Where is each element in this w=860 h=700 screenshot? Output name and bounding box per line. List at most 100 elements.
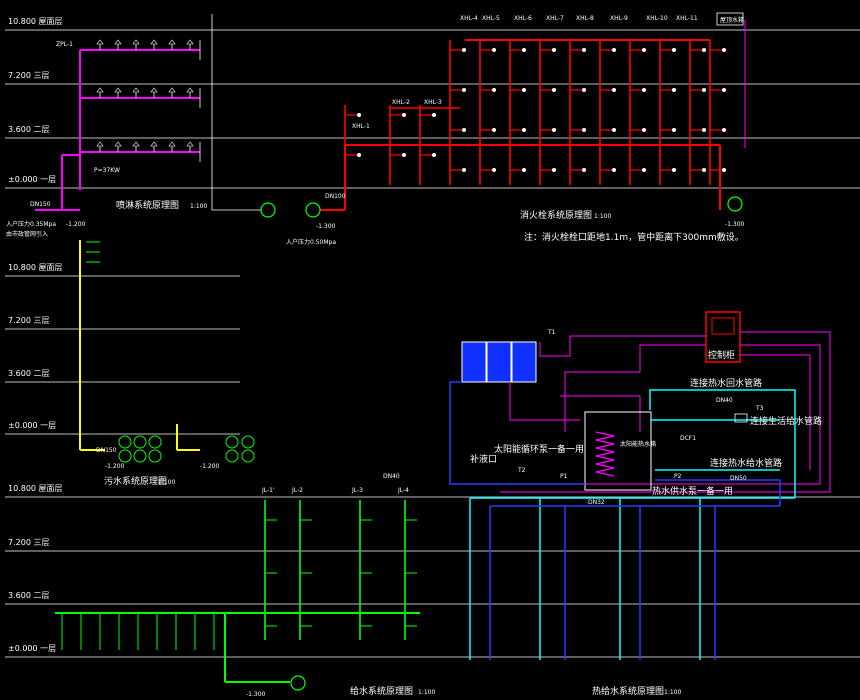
- roof-tank-box: [716, 12, 744, 26]
- fire-riser-label: XHL-7: [546, 15, 564, 22]
- solar-collector: [461, 341, 537, 383]
- fire-hydrant-icon: [702, 168, 706, 172]
- roof-tank-label: 屋顶水箱: [720, 16, 744, 24]
- spray-outlet-icon: [260, 202, 276, 218]
- fire-hydrant-icon: [702, 48, 706, 52]
- supply-risers: [61, 500, 417, 650]
- sewage-pit-icon: [148, 449, 162, 463]
- fire-hydrant-icon: [672, 168, 676, 172]
- sewage-pit-icon: [148, 435, 162, 449]
- sewage-pit-icon: [241, 435, 255, 449]
- hot-t2: T2: [517, 467, 526, 474]
- sewage-pipe: DN150: [96, 447, 117, 454]
- sewage-system: DN150 -1.200 -1.200 污水系统原理图 1:100: [79, 240, 255, 487]
- hot-pump: 热水供水泵一备一用: [652, 485, 733, 497]
- level-label-3600: 3.600 二层: [8, 125, 49, 134]
- fire-hydrant-icon: [552, 88, 556, 92]
- hot-return-pipe: 连接热水回水管路: [690, 377, 762, 389]
- fire-hydrant-icon: [522, 88, 526, 92]
- level-label-7200: 7.200 三层: [8, 71, 49, 80]
- fire-hydrant-icon: [462, 48, 466, 52]
- fire-hydrant-icon: [642, 168, 646, 172]
- fire-riser-label: XHL-3: [424, 99, 442, 106]
- spray-head-icon: [96, 39, 104, 45]
- fire-inlet-note: 入户压力0.50Mpa: [286, 238, 336, 246]
- sewage-elev: -1.200: [105, 463, 125, 470]
- supply-elev: -1.300: [246, 691, 266, 698]
- fire-hydrant-icon: [642, 88, 646, 92]
- fire-risers: [344, 40, 726, 185]
- fire-hydrant-icon: [432, 153, 436, 157]
- spray-system: ZPL-1 DN150 P=37KW 入户压力0.35Mpa 由市政管网引入 -…: [6, 14, 276, 238]
- fire-hydrant-icon: [642, 48, 646, 52]
- fire-riser-label: XHL-11: [676, 15, 698, 22]
- supply-riser-2: JL-2: [291, 487, 303, 494]
- fire-hydrant-icon: [552, 48, 556, 52]
- spray-inlet-note: 入户压力0.35Mpa: [6, 220, 56, 228]
- spray-head-icon: [132, 141, 140, 147]
- supply-riser-1: JL-1': [261, 487, 275, 494]
- sewage-pit-icon: [225, 449, 239, 463]
- spray-head-icon: [186, 39, 194, 45]
- spray-head-icon: [132, 39, 140, 45]
- spray-head-icon: [186, 141, 194, 147]
- fire-hydrant-icon: [462, 168, 466, 172]
- supply-riser-4: JL-4: [397, 487, 409, 494]
- fire-hydrant-icon: [582, 88, 586, 92]
- fire-hydrant-icon: [722, 48, 726, 52]
- fire-hydrant-icon: [402, 113, 406, 117]
- spray-riser-label: ZPL-1: [56, 41, 73, 48]
- fire-riser-label: XHL-9: [610, 15, 628, 22]
- hot-dn50: DN50: [730, 475, 747, 482]
- spray-head-icon: [186, 87, 194, 93]
- level-label-0000: ±0.000 一层: [8, 175, 56, 184]
- control-cabinet: [705, 311, 741, 363]
- fire-hydrant-icon: [522, 128, 526, 132]
- spray-scale: 1:100: [190, 203, 207, 210]
- fire-riser-label: XHL-8: [576, 15, 594, 22]
- hot-t3: T3: [755, 405, 764, 412]
- fire-hydrant-icon: [582, 168, 586, 172]
- fire-riser-label: XHL-5: [482, 15, 500, 22]
- sewage-pit-icon: [118, 435, 132, 449]
- supply-system: -1.300 JL-1' JL-2 JL-3 JL-4 DN40 给水系统原理图…: [55, 473, 435, 698]
- middle-level-lines: [5, 275, 240, 435]
- sewage-title: 污水系统原理图: [104, 475, 167, 487]
- fire-hydrant-icon: [702, 128, 706, 132]
- supply-title: 给水系统原理图: [350, 685, 413, 697]
- fire-scale: 1:100: [594, 213, 611, 220]
- hot-refill: 补液口: [470, 453, 497, 465]
- spray-head-icon: [114, 87, 122, 93]
- hot-water-tank: [584, 411, 652, 491]
- spray-head-icon: [114, 141, 122, 147]
- fire-elev: -1.300: [316, 223, 336, 230]
- spray-head-icon: [168, 39, 176, 45]
- fire-hydrant-icon: [552, 128, 556, 132]
- fire-hydrant-system: 屋顶水箱 -1.300 -1.300 入户压力0.50Mpa DN100 消火栓…: [286, 12, 746, 246]
- fire-hydrant-icon: [462, 128, 466, 132]
- sewage-pit-icon: [118, 449, 132, 463]
- fire-hydrant-icon: [492, 48, 496, 52]
- fire-dn100: DN100: [325, 193, 346, 200]
- sewage-pit-icon: [133, 435, 147, 449]
- fire-hydrant-icon: [402, 153, 406, 157]
- hot-scale: 1:100: [664, 689, 681, 696]
- hot-dcf: DCF1: [680, 435, 696, 442]
- spray-head-icon: [168, 87, 176, 93]
- hot-dn32: DN32: [588, 499, 605, 506]
- level-label-10800-c: 10.800 屋面层: [8, 484, 63, 493]
- level-label-3600-c: 3.600 二层: [8, 591, 49, 600]
- spray-pipe-label: DN150: [30, 201, 51, 208]
- fire-elev-right: -1.300: [725, 221, 745, 228]
- supply-riser-3: JL-3: [351, 487, 363, 494]
- spray-pump-label: P=37KW: [94, 167, 120, 174]
- spray-head-icon: [96, 87, 104, 93]
- level-label-3600-b: 3.600 二层: [8, 369, 49, 378]
- fire-hydrant-icon: [612, 88, 616, 92]
- fire-hydrant-icon: [492, 168, 496, 172]
- spray-head-icon: [150, 141, 158, 147]
- level-label-7200-b: 7.200 三层: [8, 316, 49, 325]
- fire-hydrant-icon: [582, 48, 586, 52]
- hot-title: 热给水系统原理图: [592, 685, 664, 697]
